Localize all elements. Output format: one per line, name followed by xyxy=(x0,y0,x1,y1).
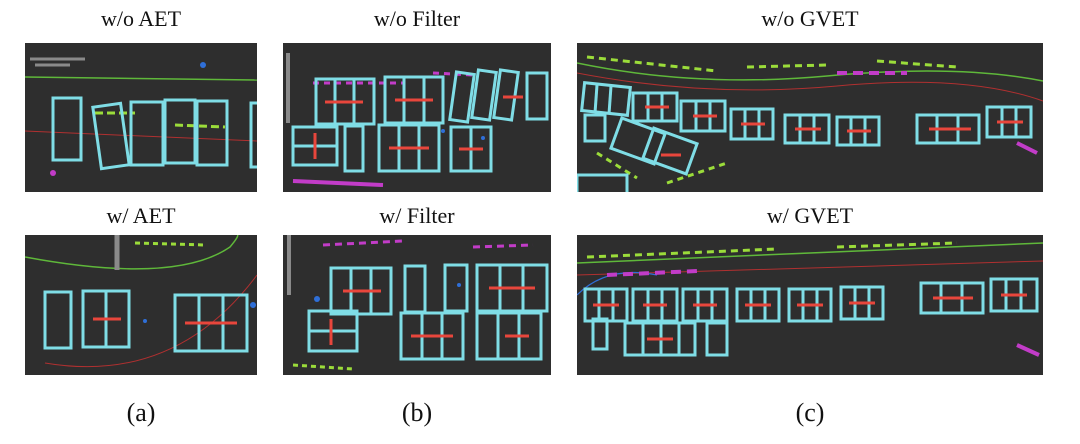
lidar-scene-b-bottom xyxy=(287,235,549,371)
panel-c-with-gvet xyxy=(577,235,1043,375)
subfigure-label-a: (a) xyxy=(126,398,156,427)
panel-title-b-top: w/o Filter xyxy=(373,6,461,31)
lidar-scene-b-top xyxy=(286,53,549,187)
lidar-scene-a-bottom xyxy=(25,235,257,368)
panel-b-without-filter xyxy=(283,43,551,192)
panel-a-without-aet xyxy=(25,43,257,192)
panel-a-with-aet xyxy=(25,235,257,375)
panel-title-b-bottom: w/ Filter xyxy=(379,203,455,228)
panel-title-a-bottom: w/ AET xyxy=(106,203,176,228)
panel-b-with-filter xyxy=(283,235,551,375)
panel-title-c-bottom: w/ GVET xyxy=(766,203,854,228)
panel-c-without-gvet xyxy=(577,43,1043,192)
lidar-scene-c-top xyxy=(577,55,1043,192)
lidar-scene-a-top xyxy=(25,57,257,176)
lidar-scene-c-bottom xyxy=(577,241,1043,357)
subfigure-label-c: (c) xyxy=(795,398,825,427)
panel-title-a-top: w/o AET xyxy=(100,6,182,31)
panel-title-c-top: w/o GVET xyxy=(761,6,859,31)
subfigure-label-b: (b) xyxy=(401,398,433,427)
